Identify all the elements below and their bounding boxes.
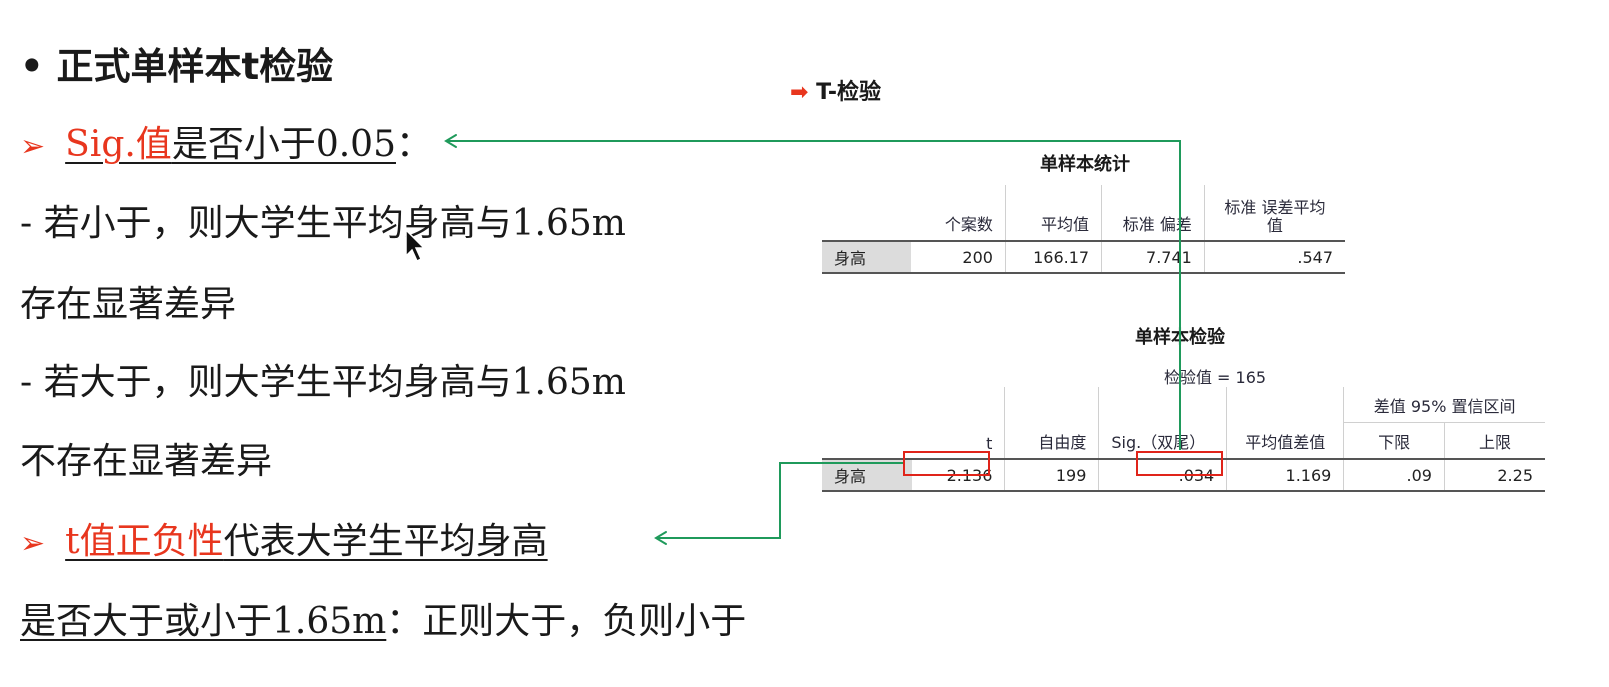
triangle-arrow-icon: ➢ bbox=[20, 526, 46, 561]
section-title: T-检验 bbox=[816, 80, 882, 105]
line-conclusion: 是否大于或小于1.65m：正则大于，负则小于 bbox=[20, 592, 746, 644]
header-lower: 下限 bbox=[1343, 422, 1445, 460]
sig-value-label: Sig.值 bbox=[65, 124, 172, 165]
cell-n: 200 bbox=[911, 241, 1006, 274]
t-highlight-box bbox=[903, 451, 990, 476]
red-arrow-icon: ➡ bbox=[790, 80, 809, 105]
one-sample-test-table: 差值 95% 置信区间 t 自由度 Sig.（双尾） 平均值差值 下限 上限 身… bbox=[822, 387, 1545, 492]
t-connector-line bbox=[656, 462, 903, 539]
ci-empty-sig bbox=[1098, 387, 1227, 423]
header-mean: 平均值 bbox=[1004, 185, 1102, 242]
t-test-section: ➡ T-检验 bbox=[790, 74, 881, 106]
ci-header: 差值 95% 置信区间 bbox=[1343, 387, 1545, 423]
table1-header-row: 个案数 平均值 标准 偏差 标准 误差平均 值 bbox=[822, 185, 1345, 242]
cell-mean: 166.17 bbox=[1004, 241, 1102, 274]
cell-mean-diff: 1.169 bbox=[1226, 459, 1344, 492]
bullet-sig: ➢ Sig.值是否小于0.05： bbox=[20, 115, 432, 167]
row-label: 身高 bbox=[822, 459, 912, 492]
header-mean-diff: 平均值差值 bbox=[1226, 422, 1344, 460]
mouse-cursor-icon bbox=[405, 228, 426, 263]
sig-underlined: Sig.值是否小于0.05 bbox=[65, 124, 396, 165]
one-sample-statistics-table: 个案数 平均值 标准 偏差 标准 误差平均 值 身高 200 166.17 7.… bbox=[822, 185, 1345, 274]
header-se-line2: 值 bbox=[1266, 216, 1283, 235]
title-text: 正式单样本t检验 bbox=[56, 45, 334, 88]
sig-colon: ： bbox=[395, 124, 432, 165]
conclusion-rest: ：正则大于，负则小于 bbox=[386, 601, 747, 642]
title-bullet: • bbox=[20, 45, 44, 88]
table1-corner bbox=[822, 185, 912, 242]
slide-title: • 正式单样本t检验 bbox=[20, 36, 333, 90]
header-upper: 上限 bbox=[1443, 422, 1545, 460]
header-se: 标准 误差平均 值 bbox=[1203, 185, 1345, 242]
conclusion-underlined: 是否大于或小于1.65m bbox=[20, 601, 387, 642]
header-std: 标准 偏差 bbox=[1101, 185, 1205, 242]
sig-question: 是否小于0.05 bbox=[171, 124, 396, 165]
table1-title: 单样本统计 bbox=[1040, 154, 1130, 175]
triangle-arrow-icon: ➢ bbox=[20, 129, 46, 164]
header-df: 自由度 bbox=[1004, 422, 1099, 460]
ci-empty-md bbox=[1226, 387, 1344, 423]
line-not-significant: 不存在显著差异 bbox=[20, 441, 273, 482]
sig-arrowhead-icon bbox=[444, 134, 457, 148]
t-sign-label: t值正负性 bbox=[65, 521, 224, 562]
cell-lower: .09 bbox=[1343, 459, 1445, 492]
cell-upper: 2.25 bbox=[1443, 459, 1545, 492]
cell-df: 199 bbox=[1004, 459, 1099, 492]
line-if-greater: - 若大于，则大学生平均身高与1.65m bbox=[20, 362, 626, 403]
header-n: 个案数 bbox=[911, 185, 1006, 242]
table2-header-row: t 自由度 Sig.（双尾） 平均值差值 下限 上限 bbox=[822, 422, 1545, 460]
ci-empty-df bbox=[1004, 387, 1099, 423]
t-arrowhead-icon bbox=[654, 531, 667, 545]
t-underlined: t值正负性代表大学生平均身高 bbox=[65, 521, 547, 562]
header-sig: Sig.（双尾） bbox=[1098, 422, 1227, 460]
line-significant: 存在显著差异 bbox=[20, 284, 237, 325]
hdr-corner bbox=[822, 422, 912, 460]
sig-connector-line bbox=[446, 140, 1181, 450]
cell-se: .547 bbox=[1203, 241, 1345, 274]
bullet-t-sign: ➢ t值正负性代表大学生平均身高 bbox=[20, 512, 548, 564]
t-sign-text: 代表大学生平均身高 bbox=[223, 521, 548, 562]
header-se-line1: 标准 误差平均 bbox=[1224, 198, 1326, 217]
table2-ci-row: 差值 95% 置信区间 bbox=[822, 387, 1545, 423]
sig-highlight-box bbox=[1136, 451, 1223, 476]
line-if-less: - 若小于，则大学生平均身高与1.65m bbox=[20, 203, 626, 244]
table1-row-height: 身高 200 166.17 7.741 .547 bbox=[822, 241, 1345, 274]
test-value: 检验值 = 165 bbox=[1163, 368, 1267, 387]
row-label: 身高 bbox=[822, 241, 912, 274]
table2-row-height: 身高 2.136 199 .034 1.169 .09 2.25 bbox=[822, 459, 1545, 492]
